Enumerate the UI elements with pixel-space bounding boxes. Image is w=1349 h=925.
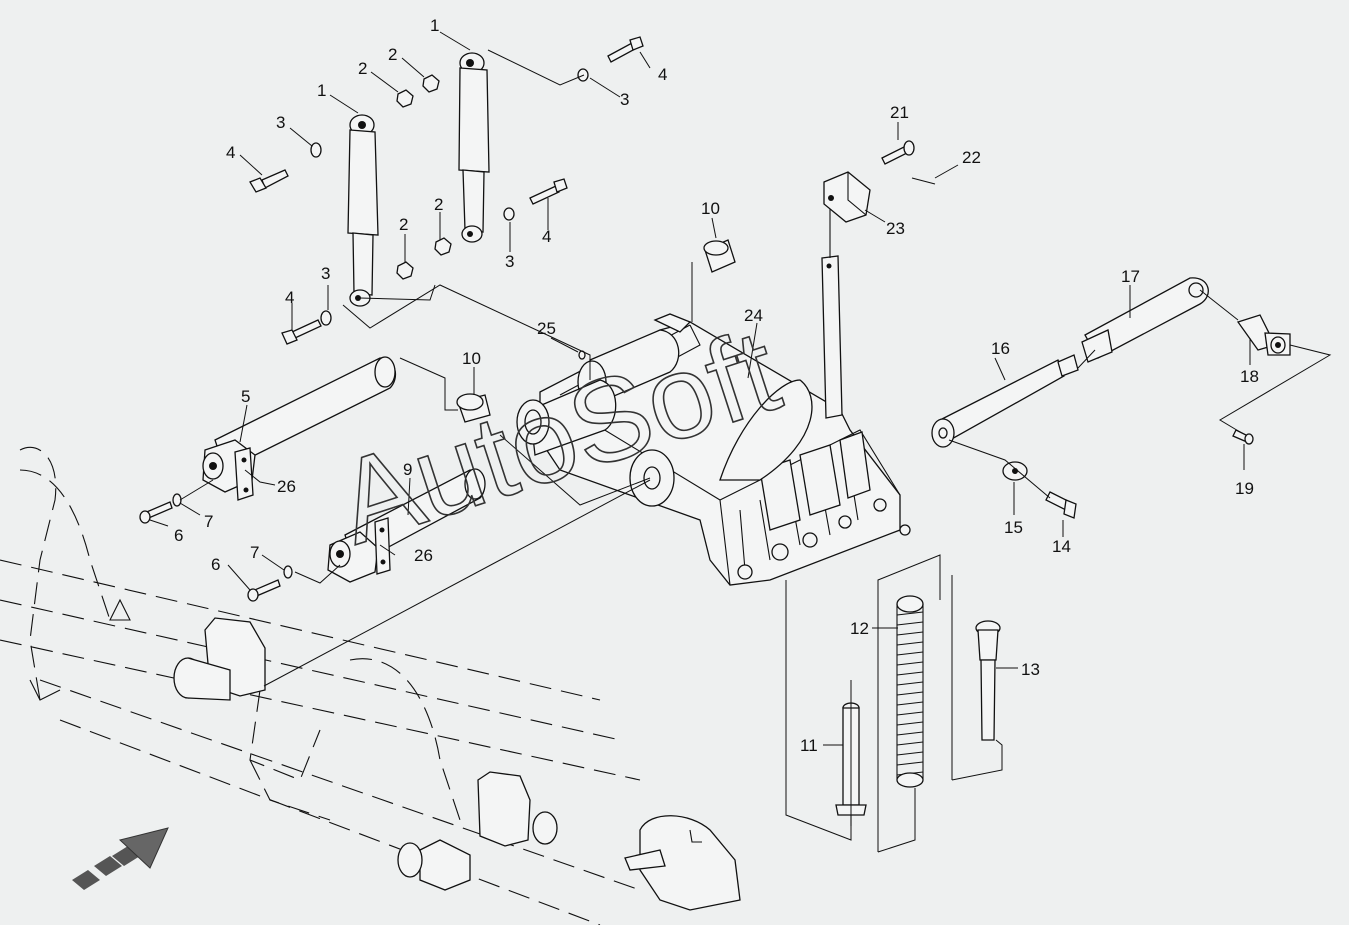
nut-2-a bbox=[396, 89, 414, 108]
washer-3-c bbox=[320, 310, 332, 326]
callout-12: 12 bbox=[850, 619, 869, 638]
callout-13: 13 bbox=[1021, 660, 1040, 679]
washer-3-d bbox=[503, 207, 515, 221]
shock-absorber-right bbox=[458, 52, 490, 243]
callout-25: 25 bbox=[537, 319, 556, 338]
callout-18: 18 bbox=[1240, 367, 1259, 386]
callout-4: 4 bbox=[285, 288, 294, 307]
screw-19 bbox=[1232, 429, 1254, 445]
callout-3: 3 bbox=[321, 264, 330, 283]
callout-7: 7 bbox=[204, 512, 213, 531]
callout-11: 11 bbox=[800, 736, 818, 755]
assembly-lines bbox=[179, 49, 1332, 853]
callout-5: 5 bbox=[241, 387, 250, 406]
pin-13 bbox=[975, 620, 1001, 741]
callout-4: 4 bbox=[226, 143, 235, 162]
callout-17: 17 bbox=[1121, 267, 1140, 286]
vertical-lever bbox=[821, 195, 843, 419]
plate-26-a bbox=[234, 447, 254, 501]
bolt-4-a bbox=[249, 169, 289, 193]
callout-21: 21 bbox=[890, 103, 909, 122]
washer-3-a bbox=[310, 142, 322, 158]
washer-7-b bbox=[283, 565, 293, 579]
callout-1: 1 bbox=[317, 81, 326, 100]
callout-2: 2 bbox=[358, 59, 367, 78]
callout-16: 16 bbox=[991, 339, 1010, 358]
callout-9: 9 bbox=[403, 460, 412, 479]
callout-7: 7 bbox=[250, 543, 259, 562]
callout-23: 23 bbox=[886, 219, 905, 238]
callout-6: 6 bbox=[174, 526, 183, 545]
screw-6-b bbox=[247, 579, 281, 602]
bottom-casting bbox=[624, 815, 741, 911]
nut-2-b bbox=[422, 74, 440, 93]
shock-absorber-left bbox=[347, 114, 379, 307]
bolt-4-c bbox=[281, 319, 322, 345]
nut-2-c bbox=[396, 261, 414, 280]
cradle-pivot-tube-lower bbox=[516, 379, 617, 456]
bolt-4-b bbox=[607, 36, 644, 63]
callout-26: 26 bbox=[277, 477, 296, 496]
chassis-frame-outline bbox=[0, 446, 641, 925]
callout-19: 19 bbox=[1235, 479, 1254, 498]
callout-3: 3 bbox=[276, 113, 285, 132]
callout-26: 26 bbox=[414, 546, 433, 565]
link-arm-17 bbox=[1081, 277, 1209, 363]
callout-10: 10 bbox=[701, 199, 720, 218]
frame-bracket-right bbox=[477, 771, 558, 847]
block-23 bbox=[823, 171, 871, 223]
callout-10: 10 bbox=[462, 349, 481, 368]
callout-1: 1 bbox=[430, 16, 439, 35]
callout-2: 2 bbox=[399, 215, 408, 234]
spring-12 bbox=[896, 595, 924, 788]
bolt-14 bbox=[1045, 491, 1077, 519]
callout-14: 14 bbox=[1052, 537, 1071, 556]
pin-18 bbox=[1236, 314, 1291, 356]
bushing-10-a bbox=[703, 239, 736, 273]
callout-15: 15 bbox=[1004, 518, 1023, 537]
plate-26-b bbox=[374, 517, 391, 575]
callout-22: 22 bbox=[962, 148, 981, 167]
callout-4: 4 bbox=[542, 227, 551, 246]
frame-bracket-bottom bbox=[397, 839, 471, 891]
callout-3: 3 bbox=[505, 252, 514, 271]
screw-6-a bbox=[139, 501, 173, 524]
callout-leaders bbox=[149, 31, 1251, 746]
cotter-pin-22 bbox=[911, 177, 936, 185]
callout-3: 3 bbox=[620, 90, 629, 109]
bolt-4-d bbox=[529, 178, 568, 205]
callout-4: 4 bbox=[658, 65, 667, 84]
pin-21 bbox=[881, 140, 915, 165]
frame-bracket-left bbox=[173, 617, 266, 701]
direction-arrow-icon bbox=[72, 827, 169, 890]
callout-6: 6 bbox=[211, 555, 220, 574]
cradle-pivot-boss bbox=[629, 449, 675, 507]
callout-2: 2 bbox=[388, 45, 397, 64]
callout-2: 2 bbox=[434, 195, 443, 214]
washer-7-a bbox=[172, 493, 182, 507]
bushing-10-b bbox=[456, 393, 491, 423]
nut-2-d bbox=[434, 237, 452, 256]
threaded-rod-16 bbox=[931, 354, 1079, 448]
callout-labels: 1 1 2 2 2 2 3 3 3 3 4 4 4 4 5 6 6 7 7 9 … bbox=[174, 16, 1259, 755]
callout-24: 24 bbox=[744, 306, 763, 325]
washer-15 bbox=[1002, 461, 1028, 481]
